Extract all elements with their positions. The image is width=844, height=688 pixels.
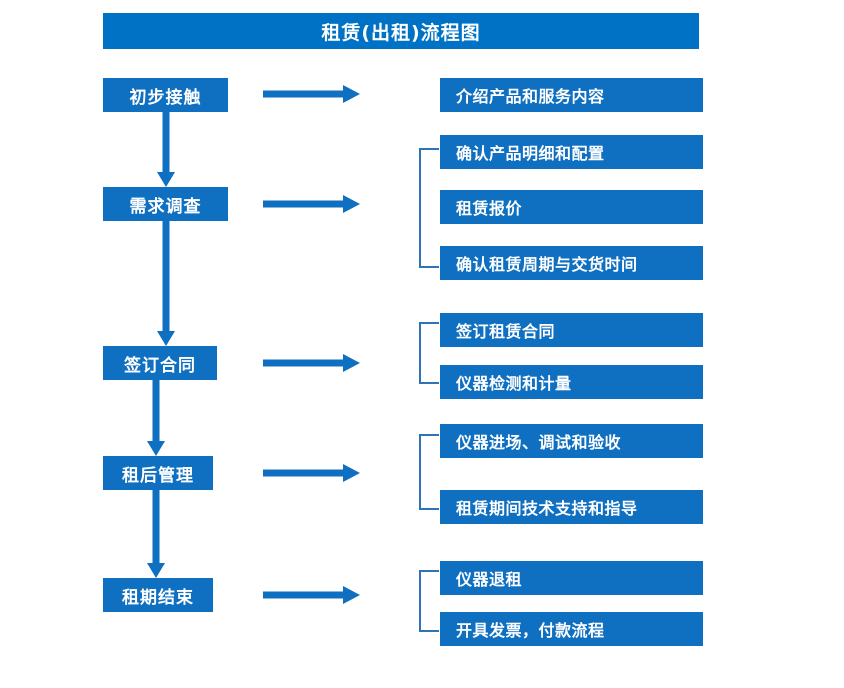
arrow-right-stage5	[263, 586, 360, 604]
bracket-group-demand	[419, 148, 439, 268]
detail-box-7[interactable]: 仪器进场、调试和验收	[440, 424, 703, 458]
bracket-group-end	[419, 570, 439, 632]
detail-box-9[interactable]: 仪器退租	[440, 561, 703, 595]
page-title: 租赁(出租)流程图	[103, 13, 699, 49]
stage-box-5[interactable]: 租期结束	[103, 578, 213, 612]
stage-box-4[interactable]: 租后管理	[103, 456, 213, 490]
detail-box-2[interactable]: 确认产品明细和配置	[440, 135, 703, 169]
detail-box-6[interactable]: 仪器检测和计量	[440, 365, 703, 399]
detail-box-4[interactable]: 确认租赁周期与交货时间	[440, 246, 703, 280]
detail-box-5[interactable]: 签订租赁合同	[440, 313, 703, 347]
arrow-down-stage3-stage4	[147, 380, 165, 456]
detail-box-3[interactable]: 租赁报价	[440, 190, 703, 224]
stage-box-2[interactable]: 需求调查	[103, 187, 228, 221]
arrow-right-stage4	[263, 464, 360, 482]
detail-box-8[interactable]: 租赁期间技术支持和指导	[440, 490, 703, 524]
detail-box-1[interactable]: 介绍产品和服务内容	[440, 78, 703, 112]
arrow-right-stage3	[263, 354, 360, 372]
arrow-right-stage1	[263, 85, 360, 103]
arrow-down-stage1-stage2	[157, 112, 175, 187]
detail-box-10[interactable]: 开具发票，付款流程	[440, 612, 703, 646]
arrow-down-stage4-stage5	[147, 490, 165, 578]
arrow-down-stage2-stage3	[157, 221, 175, 346]
bracket-group-aftercare	[419, 434, 439, 510]
bracket-group-contract	[419, 322, 439, 384]
arrow-right-stage2	[263, 195, 360, 213]
stage-box-3[interactable]: 签订合同	[103, 346, 217, 380]
stage-box-1[interactable]: 初步接触	[103, 78, 228, 112]
